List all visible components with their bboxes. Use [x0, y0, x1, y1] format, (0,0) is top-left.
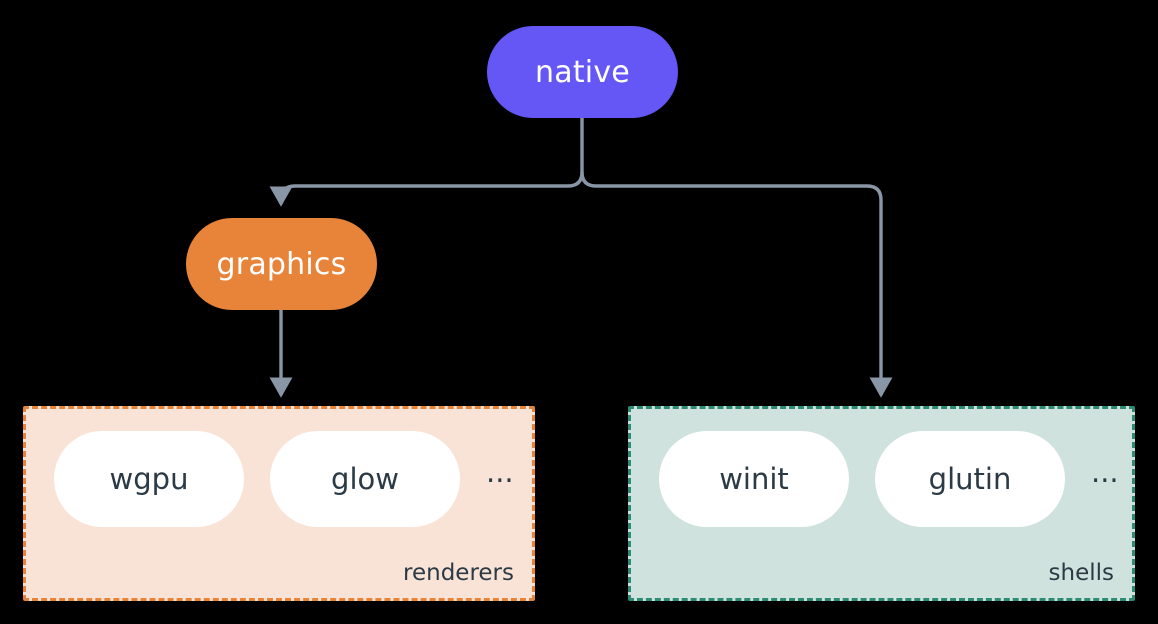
- leaf-glow-label: glow: [331, 462, 399, 496]
- cluster-shells: winit glutin ... shells: [628, 406, 1135, 601]
- leaf-wgpu[interactable]: wgpu: [54, 431, 244, 527]
- leaf-wgpu-label: wgpu: [109, 462, 189, 496]
- node-native[interactable]: native: [487, 26, 678, 118]
- node-graphics-label: graphics: [216, 246, 347, 282]
- leaf-winit-label: winit: [719, 462, 789, 496]
- leaf-glutin[interactable]: glutin: [875, 431, 1065, 527]
- leaf-glow[interactable]: glow: [270, 431, 460, 527]
- renderers-more-ellipsis: ...: [486, 454, 514, 489]
- leaf-glutin-label: glutin: [928, 462, 1012, 496]
- node-graphics[interactable]: graphics: [186, 218, 377, 310]
- cluster-renderers-items: wgpu glow ...: [26, 431, 532, 527]
- cluster-renderers-label: renderers: [403, 560, 514, 586]
- edge-native-to-graphics: [269, 171, 584, 207]
- shells-more-ellipsis: ...: [1091, 454, 1119, 489]
- edge-native-to-shells: [580, 171, 893, 398]
- node-native-label: native: [535, 54, 630, 90]
- cluster-shells-label: shells: [1048, 560, 1114, 586]
- leaf-winit[interactable]: winit: [659, 431, 849, 527]
- cluster-renderers: wgpu glow ... renderers: [23, 406, 535, 601]
- cluster-shells-items: winit glutin ...: [631, 431, 1132, 527]
